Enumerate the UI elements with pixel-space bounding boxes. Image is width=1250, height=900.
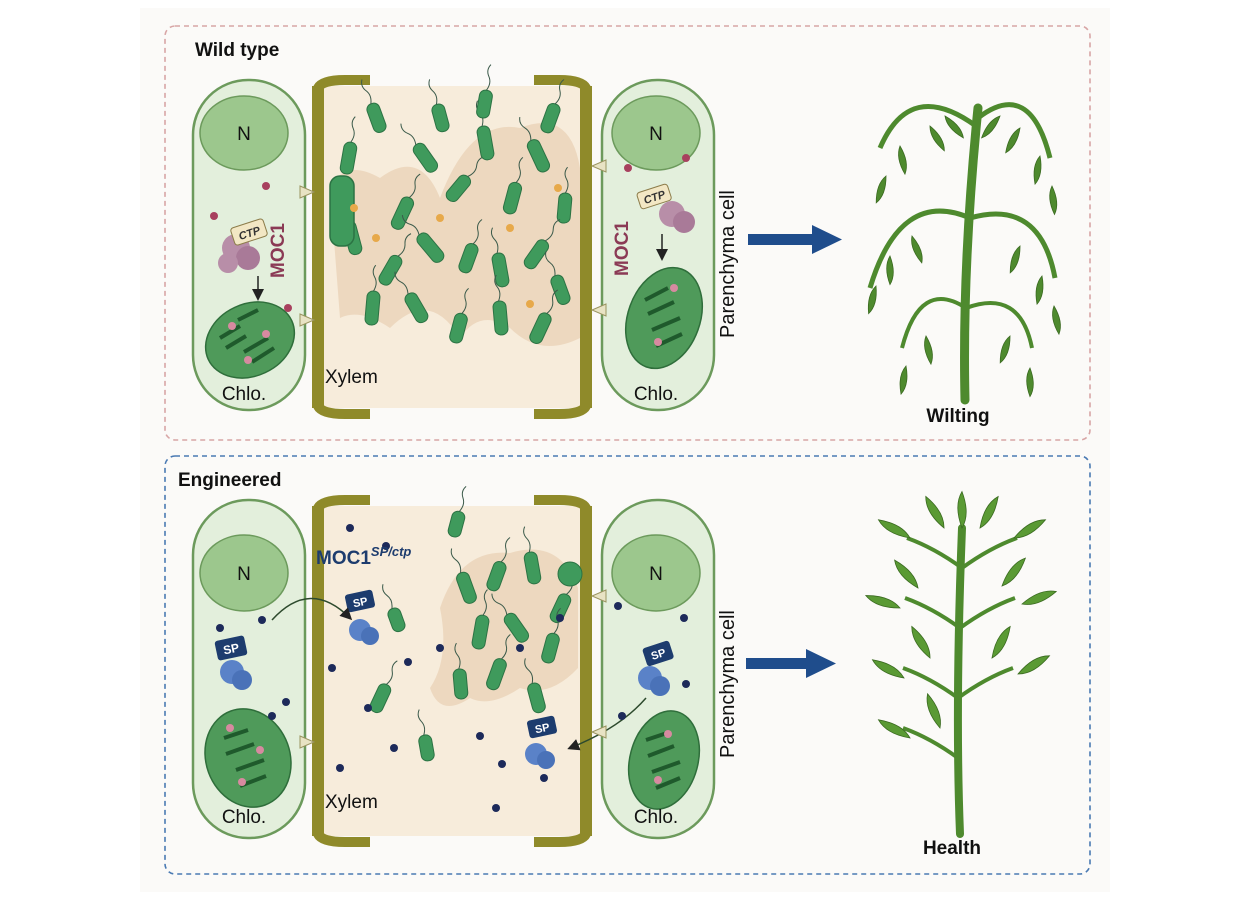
leaf [1034,275,1045,304]
nucleus-label: N [649,124,663,145]
moc1-particle [498,760,506,768]
leaf [887,256,894,285]
leaf [1051,305,1062,334]
leaf [876,516,912,541]
leaf [897,145,908,174]
moc1-label: MOC1 [268,223,289,278]
xylem-vessel: Xylem [318,64,586,414]
panel-wild-type: Wild type N CTP MOC1 [165,26,1090,440]
moc1-particle [346,524,354,532]
panel-title: Wild type [195,40,279,61]
moc1-particle [390,744,398,752]
leaf [908,624,933,660]
leaf [958,492,966,528]
moc1-particle [336,764,344,772]
leaf [1007,245,1023,274]
leaf [1049,186,1058,215]
result-arrow [746,649,836,678]
leaf [988,624,1013,660]
moc1-particle [556,614,564,622]
leaf [922,494,947,530]
outcome-label: Health [923,838,981,859]
leaf [999,555,1029,588]
moc1-particle [436,644,444,652]
moc1-particle [476,732,484,740]
left-parenchyma-cell: N CTP MOC1 Chlo. [193,80,307,410]
left-parenchyma-cell: N SP Chlo. [191,500,305,838]
leaf [1032,155,1043,184]
leaf [923,335,934,364]
moc1-particle [492,804,500,812]
bacterium [330,176,354,246]
leaf [1016,652,1052,677]
leaf [891,557,921,590]
xylem-vessel: MOC1SP/ctp SP SP Xylem [272,485,586,842]
xylem-label: Xylem [325,792,378,813]
moc1-label: MOC1 [612,221,633,276]
nucleus-label: N [649,564,663,585]
panel-title: Engineered [178,470,281,491]
outcome-label: Wilting [926,406,989,427]
effector-particle [372,234,380,242]
chloroplast-label: Chlo. [222,384,266,405]
chloroplast-label: Chlo. [634,384,678,405]
result-arrow [748,225,842,254]
figure: Wild type N CTP MOC1 [140,8,1110,892]
xylem-label: Xylem [325,367,378,388]
effector-particle [526,300,534,308]
nucleus-label: N [237,124,251,145]
leaf [909,235,925,264]
leaf [898,365,909,394]
leaf [927,124,947,152]
effector-particle [506,224,514,232]
effector-particle [554,184,562,192]
leaf [1012,516,1048,541]
leaf [997,335,1013,364]
leaf [976,494,1001,530]
leaf [1003,126,1023,154]
chloroplast-label: Chlo. [634,807,678,828]
healthy-plant-icon [864,492,1057,834]
leaf [864,592,901,612]
leaf [924,692,944,729]
effector-particle [436,214,444,222]
bacterium [558,562,582,586]
leaf [870,656,906,681]
moc1-particle [328,664,336,672]
moc1-particle [540,774,548,782]
leaf [873,175,889,204]
moc1-particle [364,704,372,712]
parenchyma-cell-label: Parenchyma cell [717,190,739,338]
leaf [1027,368,1034,397]
leaf [979,114,1002,140]
moc1-particle [404,658,412,666]
nucleus-label: N [237,564,251,585]
diagram-canvas: Wild type N CTP MOC1 [140,8,1110,892]
leaf [1021,588,1058,608]
chloroplast-label: Chlo. [222,807,266,828]
right-parenchyma-cell: N MOC1 CTP Chlo. [602,80,716,410]
moc1-particle [516,644,524,652]
leaf [865,285,879,314]
parenchyma-cell-label: Parenchyma cell [717,610,739,758]
effector-particle [350,204,358,212]
wilting-plant-icon [865,105,1062,400]
panel-engineered: Engineered N SP Chlo. [165,456,1090,874]
